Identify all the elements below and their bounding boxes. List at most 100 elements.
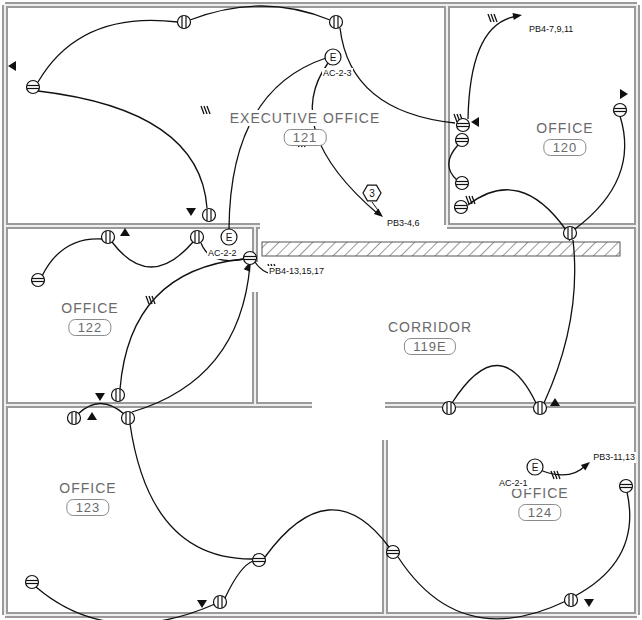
hash-mark [554,471,557,479]
receptacle-tick [181,16,182,28]
receptacle-tick [129,412,130,424]
symbol-letter: E [225,232,234,243]
hash-mark [469,196,472,204]
receptacle-symbol [564,227,577,240]
floor-marker [584,599,594,607]
receptacle-symbol [112,389,125,402]
circuit-wire [130,424,253,559]
receptacle-symbol [614,104,627,117]
circuit-wire [229,58,326,229]
circuit-wire [190,6,330,20]
receptacle-tick [194,231,195,243]
receptacle-tick [115,389,116,401]
receptacle-symbol [214,596,227,609]
receptacle-tick [620,484,632,485]
circuit-wire [42,239,103,276]
receptacle-symbol [330,16,343,29]
floor-marker [87,412,97,420]
equipment-circle [325,49,341,65]
wall [382,440,388,615]
wall [385,402,637,408]
wall [2,5,8,615]
receptacle-symbol [387,546,400,559]
wall [444,5,450,225]
receptacle-tick [537,402,538,414]
leader-line [372,202,380,213]
receptacle-symbol [203,209,216,222]
circuit-label: AC-2-2 [207,248,238,259]
room-tag: OFFICE124 [509,485,570,521]
wall [5,612,637,618]
hash-mark [201,106,204,114]
wall-core [384,440,386,615]
arrowhead [581,462,590,470]
receptacle-tick [455,208,467,209]
hash-mark [557,471,560,479]
circuit-wire [78,404,124,415]
receptacle-tick [32,281,44,282]
circuit-label: PB3-4,6 [386,218,421,229]
wall-core [4,5,6,615]
receptacle-tick [244,256,256,257]
hash-mark [472,196,475,204]
receptacle-tick [614,111,626,112]
receptacle-tick [105,231,106,243]
receptacle-symbol [244,252,257,265]
circuit-wiring [36,6,630,620]
circuit-wire [468,16,518,119]
receptacle-symbol [122,412,135,425]
room-number: 122 [69,319,112,336]
receptacle-tick [253,561,265,562]
receptacle-tick [185,16,186,28]
wall [5,223,260,229]
room-name: OFFICE [59,300,120,316]
receptacle-tick [450,402,451,414]
circuit-wire [398,557,566,619]
circuit-label: PB4-13,15,17 [268,266,325,277]
receptacle-tick [455,205,467,206]
receptacle-symbol [68,412,81,425]
symbol-letter: E [329,52,338,63]
receptacle-symbol [191,231,204,244]
receptacle-tick [217,596,218,608]
receptacle-tick [446,402,447,414]
receptacle-tick [198,231,199,243]
receptacle-symbol [253,554,266,567]
floor-marker [186,208,196,216]
wall-core [5,225,260,227]
room-tag: CORRIDOR119E [386,319,474,355]
wall-core [5,404,312,406]
room-name: CORRIDOR [386,319,474,335]
room-number: 120 [544,139,587,156]
receptacle-symbol [455,201,468,214]
hash-mark [454,114,457,122]
circuit-label: PB3-11,13 [592,452,636,463]
circuit-wire [468,190,566,230]
floor-marker [620,89,628,99]
hash-mark [488,14,491,22]
circuit-wire [452,366,536,404]
circuit-wire [340,28,455,123]
receptacle-symbol [456,177,469,190]
floor-marker [95,393,105,401]
wall-core [636,5,638,615]
floor-marker [120,228,130,236]
receptacle-tick [456,141,468,142]
wall-core [385,404,637,406]
circuit-wire [36,587,215,620]
receptacle-tick [244,259,256,260]
receptacle-tick [456,181,468,182]
keynote-hexagon [363,185,381,201]
circuit-label: PB4-7,9,11 [528,24,574,35]
receptacle-tick [571,227,572,239]
receptacle-tick [119,389,120,401]
equipment-circle [221,229,237,245]
circuit-wire [575,492,630,596]
room-name: OFFICE [57,480,118,496]
receptacle-tick [27,85,39,86]
circuit-wire [132,265,250,412]
circuit-wire [449,145,458,180]
receptacle-symbol [620,480,633,493]
receptacle-symbol [456,134,469,147]
receptacle-tick [26,583,38,584]
